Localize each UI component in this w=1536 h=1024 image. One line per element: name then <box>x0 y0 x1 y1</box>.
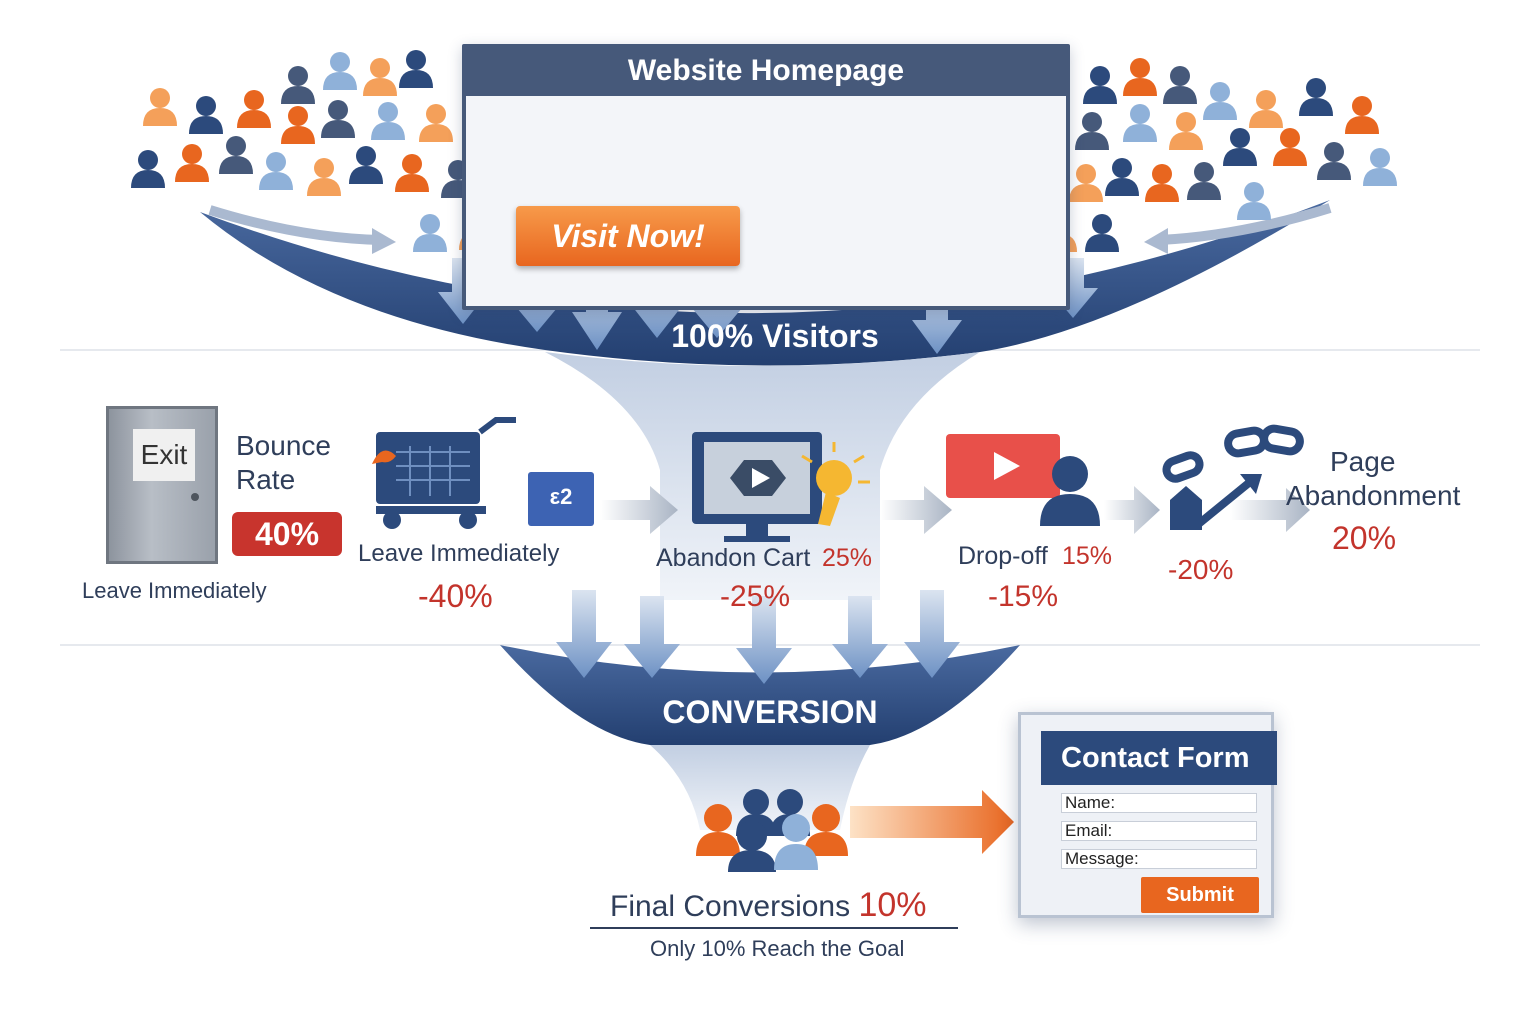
contact-form-title: Contact Form <box>1041 731 1277 785</box>
visitor-person-icon <box>1075 112 1109 150</box>
dropoff-value: 15% <box>1062 542 1113 570</box>
leave-caption: Leave Immediately <box>358 540 560 567</box>
page-abandon-value: 20% <box>1332 520 1397 556</box>
cart-caption: Abandon Cart <box>656 544 811 572</box>
page-abandon-title-2: Abandonment <box>1286 480 1461 511</box>
exit-sign: Exit <box>133 429 195 481</box>
exit-door-icon: Exit <box>106 406 218 564</box>
funnel-bottom-neck <box>650 745 870 830</box>
right-swoosh <box>1159 203 1332 245</box>
bounce-rate-value: 40% <box>232 512 342 556</box>
left-swoosh <box>208 205 381 245</box>
visitor-person-icon <box>1345 96 1379 134</box>
final-conversions-value: 10% <box>858 886 927 924</box>
visitor-person-icon <box>399 50 433 88</box>
name-field[interactable]: Name: <box>1061 793 1257 813</box>
visitor-person-icon <box>1237 182 1271 220</box>
visitor-person-icon <box>1187 162 1221 200</box>
visitor-person-icon <box>1203 82 1237 120</box>
visitor-person-icon <box>413 214 447 252</box>
page-abandon-title-1: Page <box>1330 446 1396 477</box>
visitor-person-icon <box>281 66 315 104</box>
visitor-person-icon <box>1123 58 1157 96</box>
final-subtitle: Only 10% Reach the Goal <box>650 936 905 961</box>
visitor-person-icon <box>1273 128 1307 166</box>
dropoff-delta: -15% <box>988 580 1059 613</box>
door-knob <box>191 493 199 501</box>
funnel-top-band <box>200 200 1330 366</box>
user-icon <box>1040 456 1100 526</box>
rising-arrow-icon <box>1170 474 1262 530</box>
final-conversions-line: Final Conversions 10% <box>610 886 927 925</box>
cart-delta: -25% <box>720 580 791 613</box>
homepage-title: Website Homepage <box>466 48 1066 96</box>
visitor-person-icon <box>371 102 405 140</box>
visitor-person-icon <box>1299 78 1333 116</box>
funnel-top-label: 100% Visitors <box>671 318 879 354</box>
final-conversions-label: Final Conversions <box>610 890 851 923</box>
converted-users-icon <box>696 789 848 872</box>
visitor-person-icon <box>1249 90 1283 128</box>
visitor-person-icon <box>349 146 383 184</box>
to-contact-arrow <box>850 790 1014 854</box>
visitor-person-icon <box>1069 164 1103 202</box>
bounce-rate-title-2: Rate <box>236 464 296 495</box>
visitor-person-icon <box>1223 128 1257 166</box>
cart-badge-icon <box>528 472 594 526</box>
visitor-person-icon <box>1317 142 1351 180</box>
visitor-person-icon <box>1105 158 1139 196</box>
visitor-person-icon <box>237 90 271 128</box>
visit-now-button[interactable]: Visit Now! <box>516 206 740 266</box>
visitor-person-icon <box>131 150 165 188</box>
visitor-person-icon <box>143 88 177 126</box>
contact-form: Contact Form Name: Email: Message: Submi… <box>1018 712 1277 918</box>
shopping-cart-icon <box>372 417 516 529</box>
homepage-window: Website Homepage <box>462 44 1070 310</box>
visitor-person-icon <box>307 158 341 196</box>
visitor-person-icon <box>259 152 293 190</box>
email-field[interactable]: Email: <box>1061 821 1257 841</box>
message-field[interactable]: Message: <box>1061 849 1257 869</box>
conversion-label: CONVERSION <box>662 694 878 730</box>
funnel-conversion-band <box>500 645 1020 745</box>
video-monitor-icon <box>692 432 822 542</box>
visitor-person-icon <box>1123 104 1157 142</box>
visitor-person-icon <box>395 154 429 192</box>
visitor-person-icon <box>1083 66 1117 104</box>
visitor-person-icon <box>1169 112 1203 150</box>
visitor-person-icon <box>1363 148 1397 186</box>
visitor-person-icon <box>219 136 253 174</box>
visitor-person-icon <box>321 100 355 138</box>
visitor-person-icon <box>323 52 357 90</box>
visitor-person-icon <box>1145 164 1179 202</box>
conversion-arrows <box>556 590 960 684</box>
visitor-person-icon <box>363 58 397 96</box>
broken-chain-icon <box>1162 424 1304 483</box>
visitor-person-icon <box>1085 214 1119 252</box>
video-play-icon <box>946 434 1060 498</box>
bounce-rate-title-1: Bounce <box>236 430 331 461</box>
lightbulb-hand-icon <box>801 442 870 526</box>
visitor-person-icon <box>189 96 223 134</box>
cart-value: 25% <box>822 544 873 572</box>
leave-delta: -40% <box>418 578 493 614</box>
visitor-person-icon <box>281 106 315 144</box>
cart-badge-text: ε2 <box>549 484 573 509</box>
bounce-caption: Leave Immediately <box>82 578 267 603</box>
visitor-person-icon <box>175 144 209 182</box>
visitor-person-icon <box>419 104 453 142</box>
dropoff-caption: Drop-off <box>958 542 1048 570</box>
page-abandon-delta: -20% <box>1168 554 1234 585</box>
stage-arrows <box>600 486 1310 534</box>
visitor-person-icon <box>1163 66 1197 104</box>
submit-button[interactable]: Submit <box>1141 877 1259 913</box>
